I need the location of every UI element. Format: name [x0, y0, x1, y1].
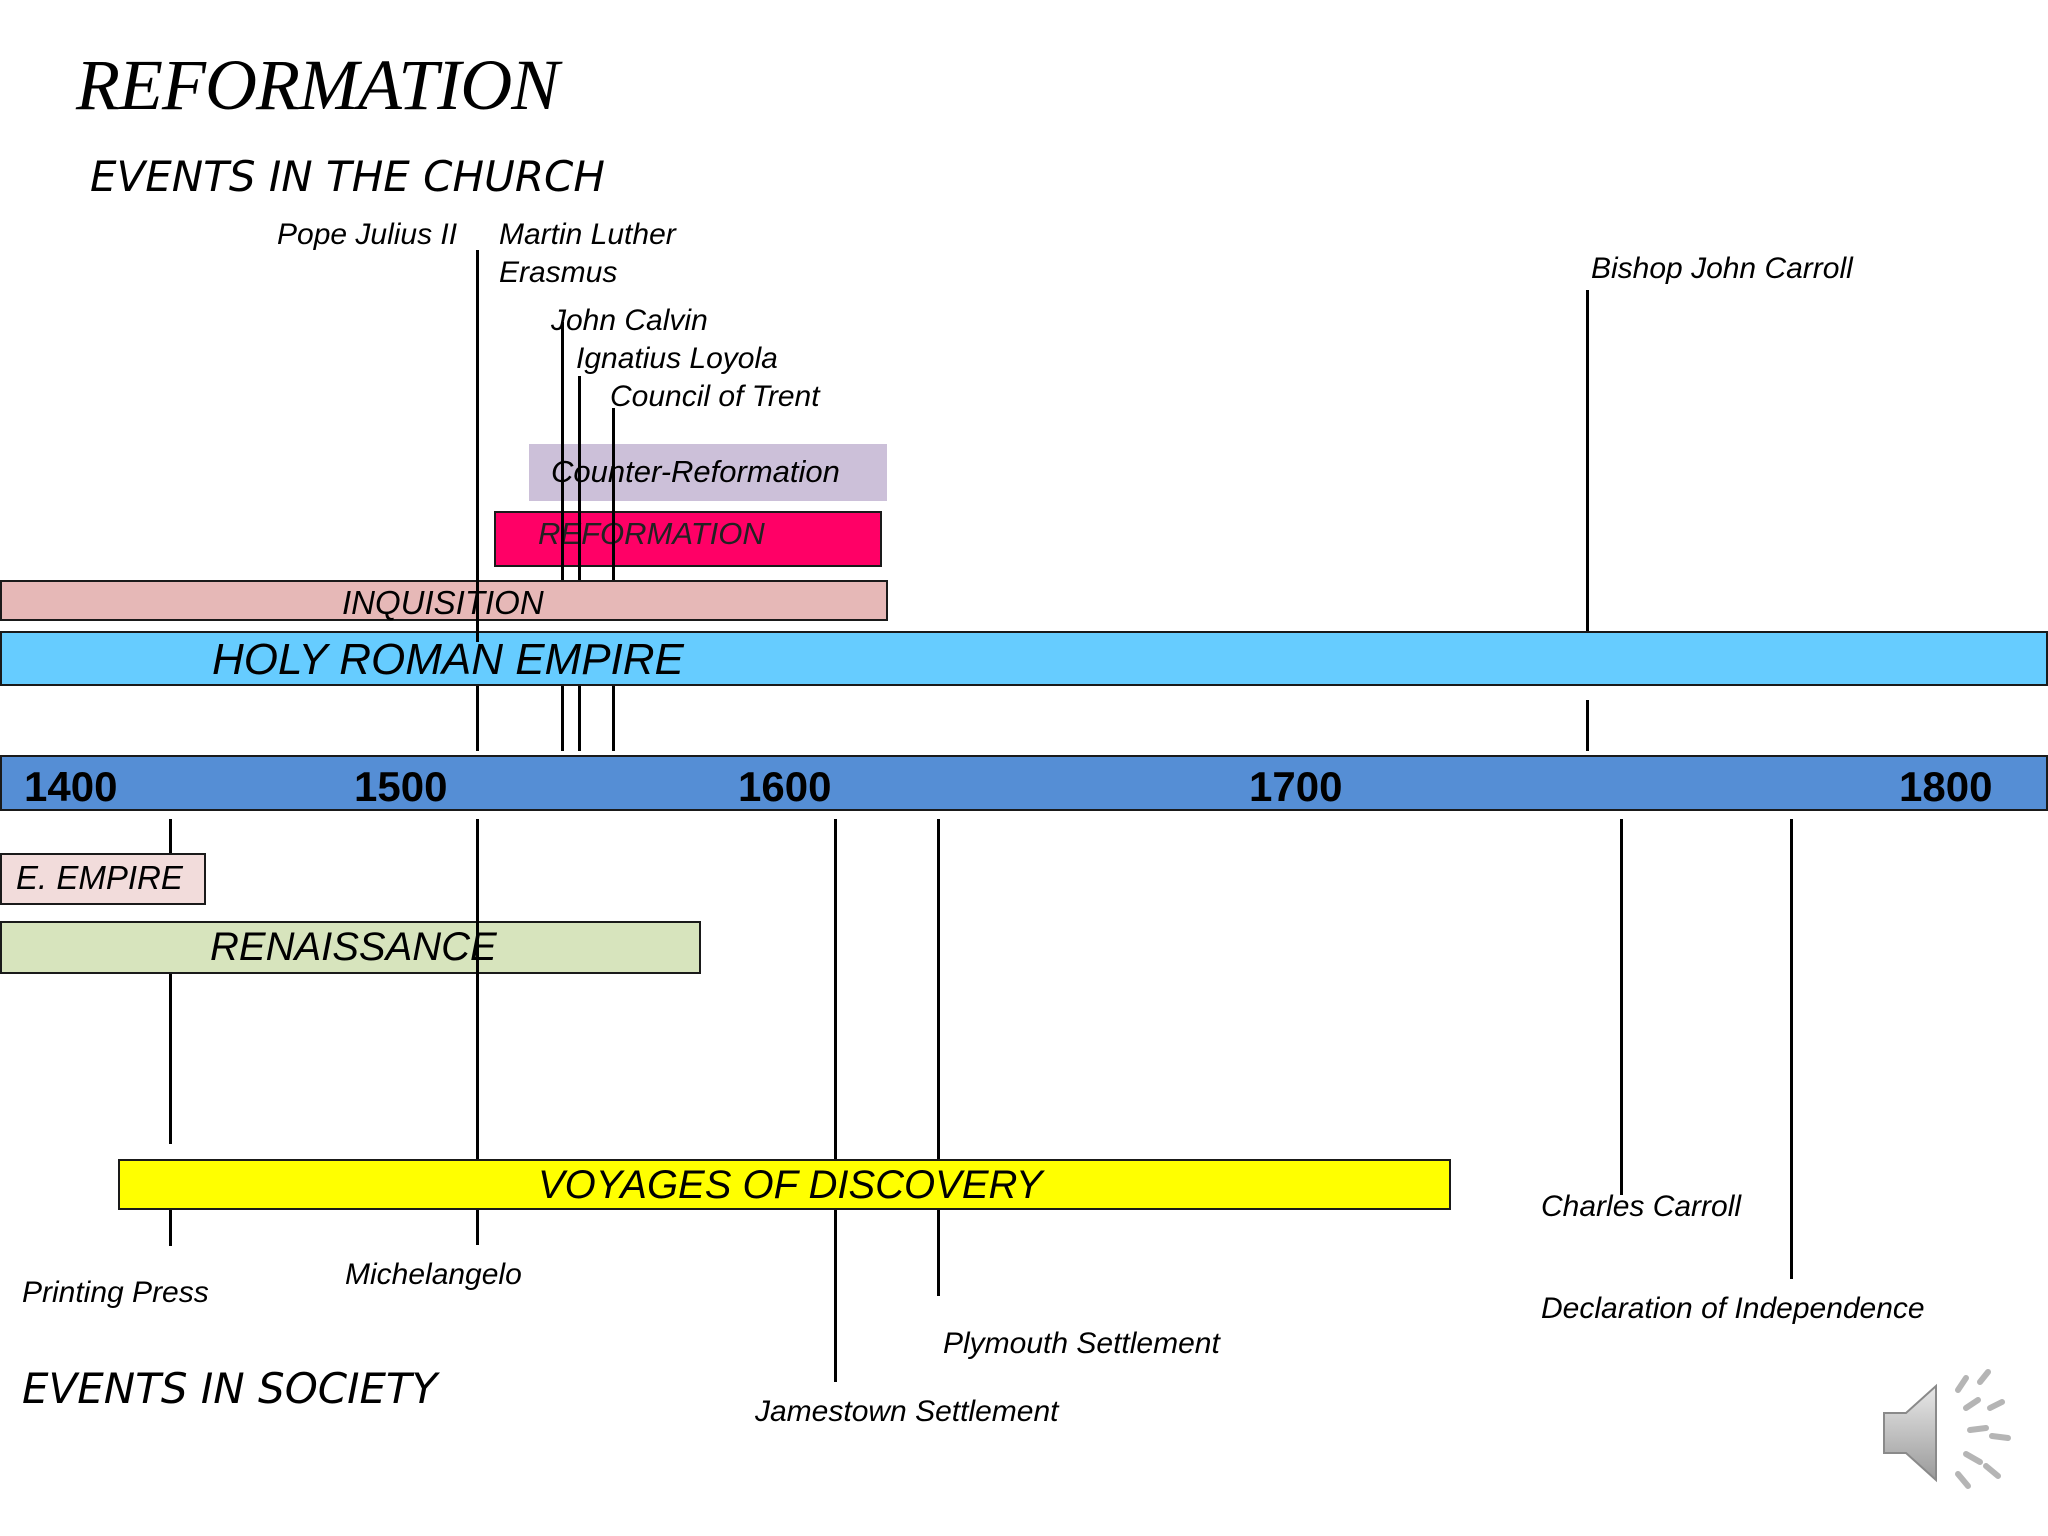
bar-inquisition-label: INQUISITION: [342, 584, 544, 621]
label-martin-luther: Martin Luther: [499, 218, 676, 251]
year-label: 1500: [354, 763, 448, 810]
line-bishop-carroll-lower: [1586, 700, 1589, 751]
line-plymouth-lower: [937, 1210, 940, 1296]
year-label: 1700: [1249, 763, 1343, 810]
line-michelangelo-lower: [476, 1210, 479, 1245]
label-ignatius-loyola: Ignatius Loyola: [576, 342, 778, 375]
label-michelangelo: Michelangelo: [345, 1258, 522, 1291]
bar-reformation-label: REFORMATION: [538, 516, 765, 551]
bar-renaissance: RENAISSANCE: [0, 921, 701, 974]
bar-reformation: REFORMATION: [494, 511, 882, 567]
line-jamestown-upper: [834, 819, 837, 1159]
label-printing-press: Printing Press: [22, 1276, 209, 1309]
timeline-axis: [0, 755, 2048, 811]
bar-renaissance-label: RENAISSANCE: [210, 925, 497, 969]
society-heading: EVENTS IN SOCIETY: [22, 1364, 438, 1413]
church-heading: EVENTS IN THE CHURCH: [90, 152, 605, 201]
label-council-trent: Council of Trent: [610, 380, 820, 413]
label-declaration: Declaration of Independence: [1541, 1292, 1925, 1325]
line-john-calvin-lower: [561, 686, 564, 751]
line-pope-julius-upper: [476, 250, 479, 642]
line-ignatius-loyola-lower: [578, 686, 581, 751]
line-jamestown-lower: [834, 1210, 837, 1382]
year-label: 1400: [24, 763, 118, 810]
line-council-trent-upper: [612, 408, 615, 580]
bar-voyages: VOYAGES OF DISCOVERY: [118, 1159, 1451, 1210]
bar-counter-reformation-label: Counter-Reformation: [551, 454, 840, 489]
speaker-icon[interactable]: [1874, 1368, 2014, 1498]
year-label: 1800: [1899, 763, 1993, 810]
year-label: 1600: [738, 763, 832, 810]
bar-voyages-label: VOYAGES OF DISCOVERY: [538, 1163, 1043, 1207]
bar-inquisition: INQUISITION: [0, 580, 888, 621]
label-pope-julius: Pope Julius II: [277, 218, 458, 251]
label-erasmus: Erasmus: [499, 256, 618, 289]
label-jamestown: Jamestown Settlement: [755, 1395, 1059, 1428]
bar-counter-reformation: Counter-Reformation: [529, 444, 887, 501]
line-charles-carroll: [1620, 819, 1623, 1195]
line-declaration: [1790, 819, 1793, 1279]
line-printing-press-mid: [169, 974, 172, 1144]
line-john-calvin-upper: [561, 322, 564, 580]
label-charles-carroll: Charles Carroll: [1541, 1190, 1742, 1223]
bar-e-empire-label: E. EMPIRE: [16, 859, 183, 896]
bar-e-empire: E. EMPIRE: [0, 853, 206, 905]
bar-holy-roman-empire: HOLY ROMAN EMPIRE: [0, 631, 2048, 686]
bar-holy-roman-empire-label: HOLY ROMAN EMPIRE: [212, 635, 684, 684]
line-printing-press-top: [169, 819, 172, 853]
label-bishop-carroll: Bishop John Carroll: [1591, 252, 1853, 285]
line-printing-press-bottom: [169, 1210, 172, 1246]
line-council-trent-lower: [612, 686, 615, 751]
page-title: REFORMATION: [76, 45, 559, 125]
line-bishop-carroll-upper: [1586, 290, 1589, 631]
line-plymouth-upper: [937, 819, 940, 1159]
label-plymouth: Plymouth Settlement: [943, 1327, 1220, 1360]
label-john-calvin: John Calvin: [551, 304, 708, 337]
line-pope-julius-lower: [476, 686, 479, 751]
line-ignatius-loyola-upper: [578, 376, 581, 580]
line-michelangelo-upper: [476, 819, 479, 1159]
